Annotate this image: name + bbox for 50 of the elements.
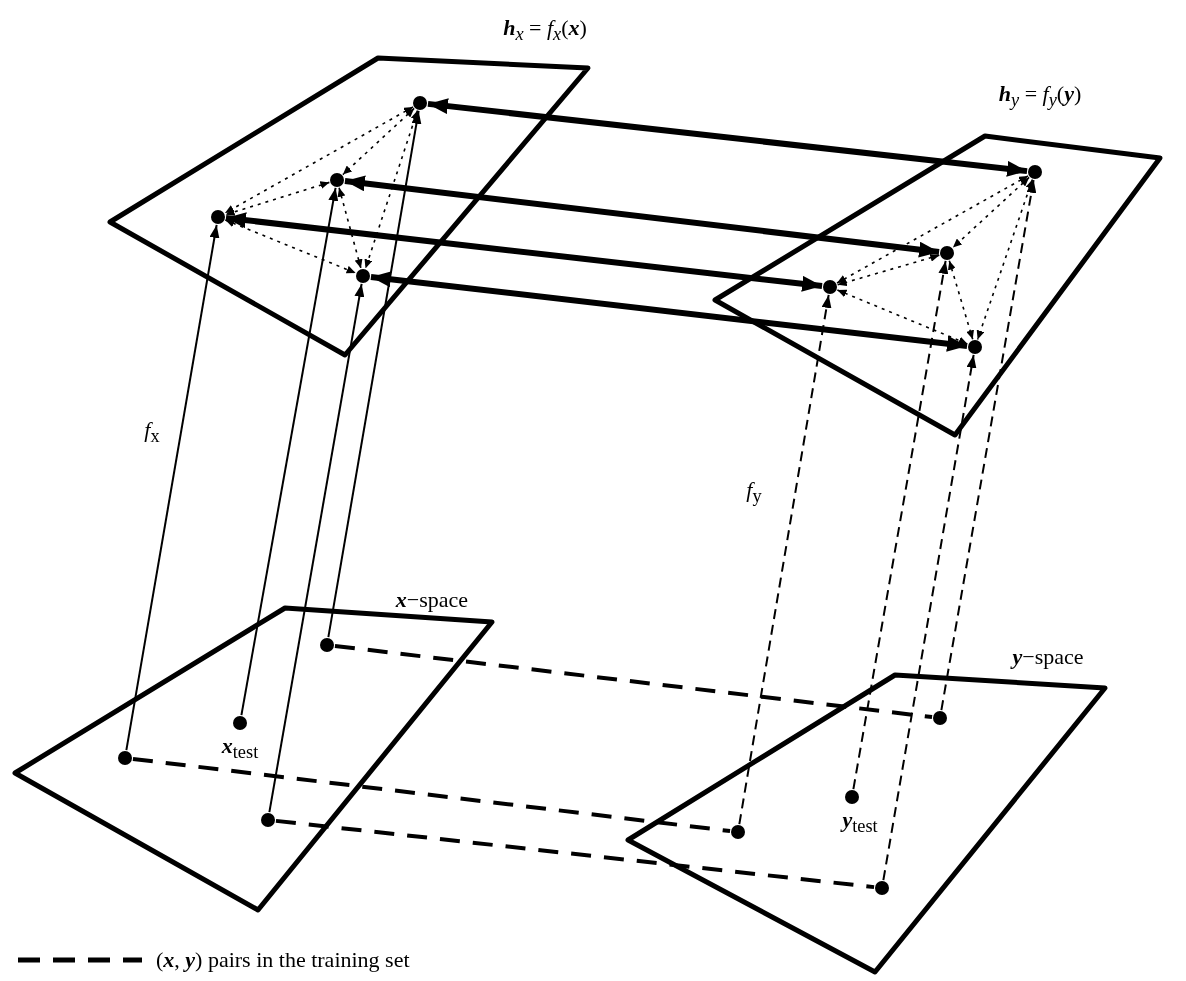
dashed-line — [334, 643, 933, 720]
dotted-arrow — [836, 175, 1029, 284]
dotted-arrow — [224, 219, 357, 274]
double-headed-arrow — [370, 271, 968, 352]
arrow — [125, 223, 220, 752]
plane-label: x−space — [395, 587, 469, 613]
point-dot — [731, 825, 745, 839]
arrow — [268, 282, 365, 814]
point-dot — [233, 716, 247, 730]
point-dot — [211, 210, 225, 224]
arrow — [852, 259, 949, 791]
dotted-arrow — [364, 109, 419, 270]
dotted-arrow — [337, 186, 363, 270]
double-headed-arrow — [344, 175, 940, 258]
dotted-arrow — [224, 106, 414, 214]
dotted-arrow — [948, 259, 974, 341]
legend-text: (x, y) pairs in the training set — [156, 948, 410, 973]
plane-label: h$_{x}$ = f$_{x}$(x) — [503, 15, 587, 45]
point-label: y$_{test}$ — [842, 807, 878, 837]
arrow — [882, 353, 977, 882]
double-headed-arrow — [427, 98, 1028, 177]
point-dot — [845, 790, 859, 804]
double-headed-arrow — [225, 212, 823, 292]
dotted-arrow — [976, 178, 1034, 341]
point-dot — [320, 638, 334, 652]
dotted-arrow — [952, 176, 1030, 249]
plane-label: y−space — [1012, 644, 1084, 670]
point-dot — [933, 711, 947, 725]
point-dot — [356, 269, 370, 283]
point-dot — [875, 881, 889, 895]
dashed-line — [132, 756, 731, 834]
dotted-arrow — [224, 181, 331, 216]
dotted-arrow — [836, 289, 969, 345]
arrow — [327, 109, 422, 639]
point-dot — [330, 173, 344, 187]
point-dot — [118, 751, 132, 765]
point-dot — [1028, 165, 1042, 179]
dashed-line — [275, 818, 875, 890]
plane-label: h$_{y}$ = f$_{y}$(y) — [998, 81, 1082, 111]
point-dot — [413, 96, 427, 110]
point-label: x$_{test}$ — [221, 733, 259, 763]
point-dot — [940, 246, 954, 260]
dotted-arrow — [342, 107, 415, 176]
dotted-arrow — [836, 253, 941, 287]
arrow — [738, 293, 832, 826]
point-dot — [823, 280, 837, 294]
point-dot — [968, 340, 982, 354]
point-dot — [261, 813, 275, 827]
arrow — [940, 178, 1037, 712]
arrow — [240, 186, 339, 717]
